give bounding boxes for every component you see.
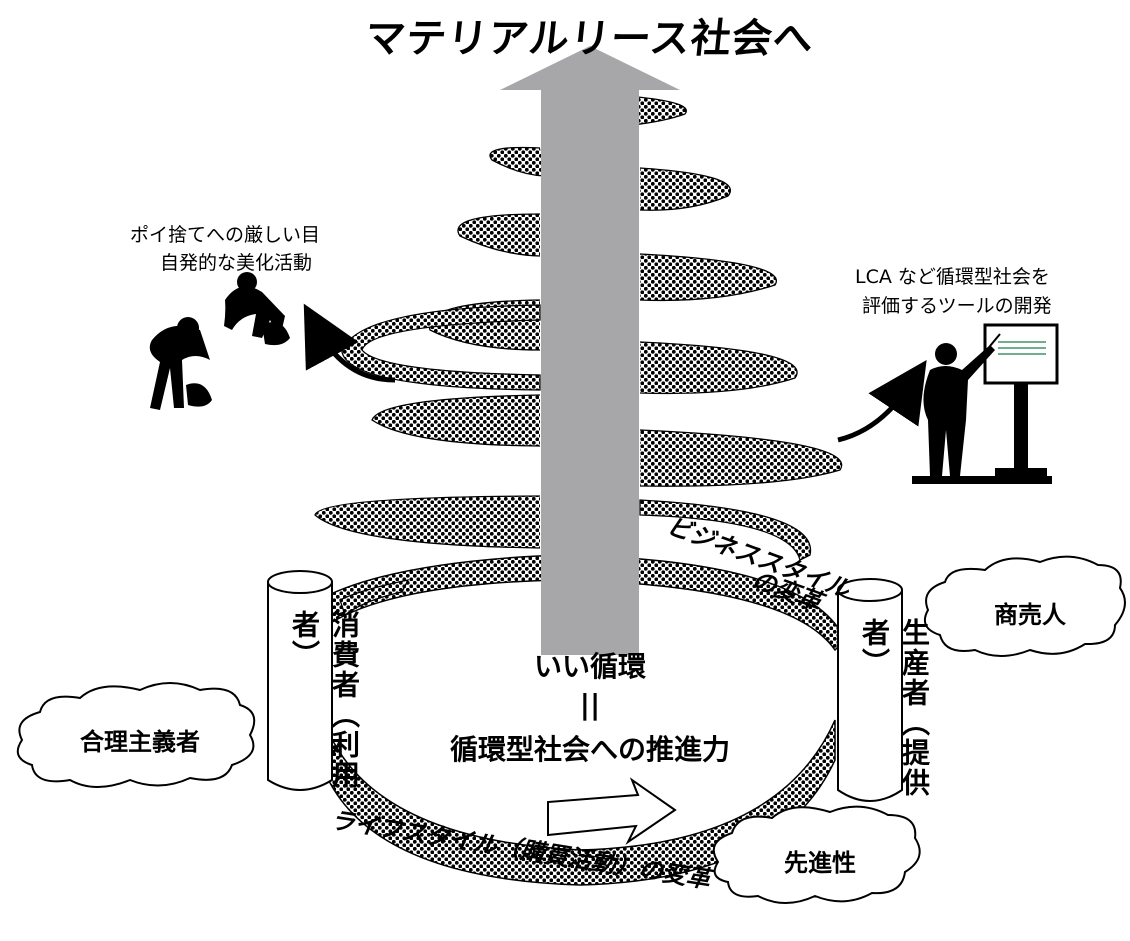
page-title: マテリアルリース社会へ <box>362 16 817 62</box>
center-equals: || <box>579 688 601 721</box>
center-line2: 循環型社会への推進力 <box>449 733 730 766</box>
cloud-shape-left <box>16 682 256 788</box>
ring-direction-arrow <box>547 777 677 845</box>
producer-pillar-shape <box>837 578 903 802</box>
note-right-line2: 評価するツールの開発 <box>862 295 1052 317</box>
center-line1: いい循環 <box>533 650 646 683</box>
cloud-right-label: 商売人 <box>994 601 1066 629</box>
curved-arrow-right <box>837 360 927 443</box>
cloud-shape-right <box>924 555 1126 657</box>
cloud-bottom-label: 先進性 <box>784 849 856 877</box>
producer-pillar-label: 生産者（提供者） <box>858 618 931 798</box>
spiral-coils <box>314 91 843 617</box>
cloud-left-label: 合理主義者 <box>80 728 200 756</box>
cleanup-people-icon <box>149 272 290 410</box>
consumer-pillar-shape <box>267 570 333 791</box>
upward-arrow <box>500 46 680 655</box>
presenter-icon <box>912 323 1059 484</box>
note-right-line1: LCA など循環型社会を <box>855 266 1050 288</box>
cloud-shape-bottom <box>712 805 921 904</box>
curved-arrow-left <box>303 303 396 383</box>
note-left-line1: ポイ捨てへの厳しい目 <box>130 224 321 246</box>
consumer-pillar-label: 消費者（利用者） <box>288 610 361 790</box>
note-left-line2: 自発的な美化活動 <box>160 252 313 274</box>
